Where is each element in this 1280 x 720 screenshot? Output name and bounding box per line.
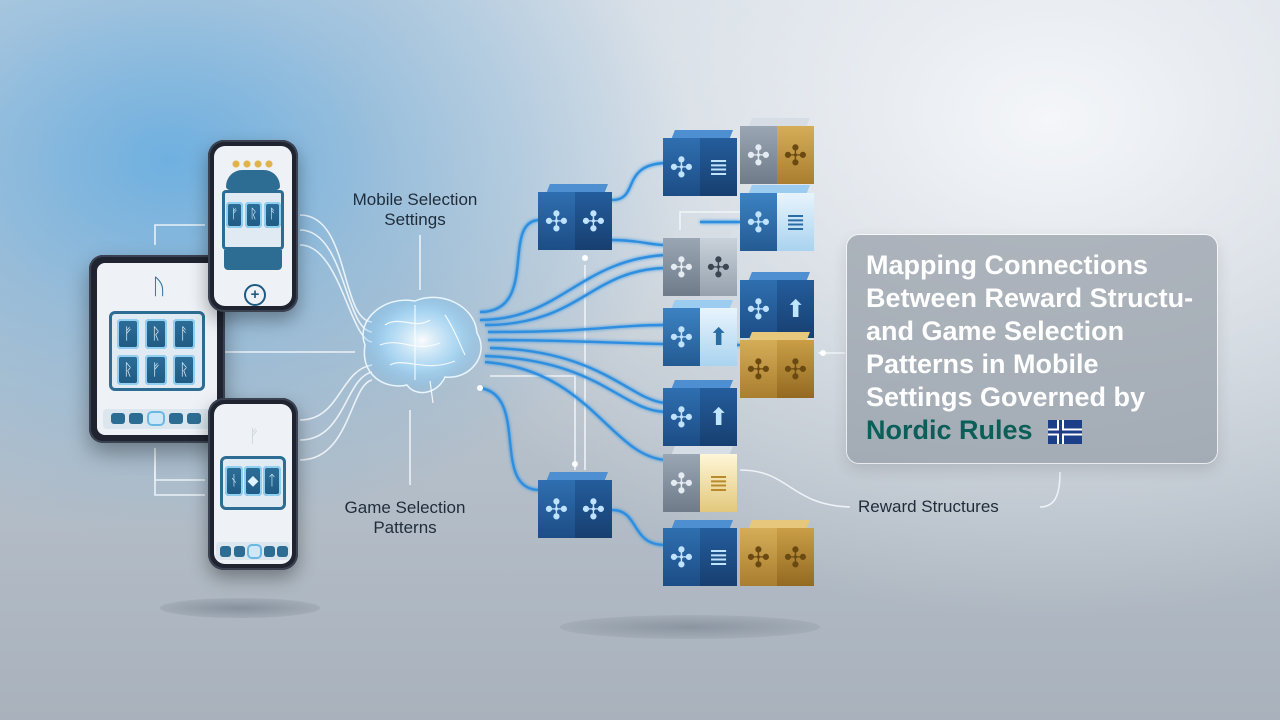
- title-line: Mapping Connections: [866, 250, 1148, 280]
- celtic-knot-icon: ✣: [700, 238, 737, 296]
- celtic-knot-icon: ✣: [575, 192, 612, 250]
- database-icon: ≣: [700, 138, 737, 196]
- top-phone-reel-2: ᚱ: [245, 202, 262, 228]
- celtic-knot-icon: ✣: [777, 528, 814, 586]
- title-line: Patterns in Mobile: [866, 349, 1099, 379]
- gold-cube-1: ✣ ✣: [740, 330, 814, 400]
- cube-shadow: [560, 615, 820, 639]
- celtic-knot-icon: ✣: [538, 480, 575, 538]
- knot-cube-3: ✣ ✣: [740, 116, 814, 186]
- tablet-nav-button-active[interactable]: [149, 413, 163, 424]
- title-panel: Mapping Connections Between Reward Struc…: [847, 235, 1217, 463]
- title-line: Settings Governed by: [866, 382, 1146, 412]
- tablet-nav-button[interactable]: [111, 413, 125, 424]
- bottom-phone-nav-button-active[interactable]: [249, 546, 260, 557]
- tablet-rune-header: ᚢ: [152, 275, 166, 300]
- knot-cube-1: ✣ ✣: [538, 182, 612, 252]
- tablet-nav-button[interactable]: [129, 413, 143, 424]
- tablet-nav-button[interactable]: [169, 413, 183, 424]
- database-cube-3: ✣ ≣: [663, 444, 737, 514]
- celtic-knot-icon: ✣: [740, 340, 777, 398]
- arrow-cube-2: ✣ ⬆: [663, 298, 737, 368]
- celtic-knot-icon: ✣: [663, 238, 700, 296]
- celtic-knot-icon: ✣: [538, 192, 575, 250]
- bottom-phone-reel-2: ◆: [244, 466, 262, 496]
- celtic-knot-icon: ✣: [740, 126, 777, 184]
- celtic-knot-icon: ✣: [575, 480, 612, 538]
- bottom-phone-rune-header: ᚠ: [248, 426, 260, 447]
- tablet-reel-1: ᚠ: [117, 319, 139, 349]
- database-cube-1: ✣ ≣: [663, 128, 737, 198]
- gold-cube-2: ✣ ✣: [740, 518, 814, 588]
- title-line: Between Reward Structu-: [866, 283, 1194, 313]
- database-icon: ≣: [700, 528, 737, 586]
- arrow-up-icon: ⬆: [700, 388, 737, 446]
- celtic-knot-icon: ✣: [740, 193, 777, 251]
- celtic-knot-icon: ✣: [663, 388, 700, 446]
- bottom-phone-nav-button[interactable]: [220, 546, 231, 557]
- celtic-knot-icon: ✣: [663, 454, 700, 512]
- celtic-knot-icon: ✣: [740, 280, 777, 338]
- database-icon: ≣: [777, 193, 814, 251]
- bottom-phone-reel-1: ᚾ: [225, 466, 243, 496]
- slot-machine-base: [224, 250, 282, 270]
- title-text: Mapping Connections Between Reward Struc…: [866, 249, 1216, 447]
- coin-dots-icon: [232, 160, 274, 168]
- database-cube-2: ✣ ≣: [740, 183, 814, 253]
- slot-machine-top-icon: [226, 170, 280, 190]
- top-phone-reel-1: ᚠ: [226, 202, 243, 228]
- nordic-rules-text: Nordic Rules: [866, 415, 1033, 445]
- game-selection-label: Game Selection Patterns: [344, 498, 466, 537]
- title-highlight-line: Nordic Rules: [866, 414, 1216, 447]
- brain-icon: [362, 296, 482, 404]
- tablet-nav-button[interactable]: [187, 413, 201, 424]
- bottom-phone-device: ᚠ ᚾ ◆ ᛏ: [208, 398, 298, 570]
- tablet-reel-5: ᚠ: [145, 355, 167, 385]
- arrow-cube-1: ✣ ⬆: [740, 270, 814, 340]
- tablet-reel-6: ᚱ: [173, 355, 195, 385]
- celtic-knot-icon: ✣: [663, 308, 700, 366]
- celtic-knot-icon: ✣: [740, 528, 777, 586]
- title-line: and Game Selection: [866, 316, 1125, 346]
- tablet-reel-4: ᚱ: [117, 355, 139, 385]
- knot-cube-4: ✣ ✣: [663, 228, 737, 298]
- arrow-up-icon: ⬆: [700, 308, 737, 366]
- bottom-phone-reel-3: ᛏ: [263, 466, 281, 496]
- bottom-phone-nav-button[interactable]: [264, 546, 275, 557]
- add-button[interactable]: +: [244, 284, 266, 306]
- celtic-knot-icon: ✣: [663, 528, 700, 586]
- bottom-phone-screen: ᚠ ᚾ ◆ ᛏ: [214, 404, 292, 564]
- tablet-screen: ᚢ ᚠ ᚱ ᚨ ᚱ ᚠ ᚱ: [97, 263, 217, 435]
- celtic-knot-icon: ✣: [777, 126, 814, 184]
- top-phone-device: ᚠ ᚱ ᚨ +: [208, 140, 298, 312]
- database-cube-4: ✣ ≣: [663, 518, 737, 588]
- top-phone-reel-3: ᚨ: [264, 202, 281, 228]
- top-phone-screen: ᚠ ᚱ ᚨ +: [214, 146, 292, 306]
- tablet-device: ᚢ ᚠ ᚱ ᚨ ᚱ ᚠ ᚱ: [89, 255, 225, 443]
- nordic-flag-icon: [1048, 419, 1083, 444]
- device-shadow: [160, 598, 320, 618]
- celtic-knot-icon: ✣: [663, 138, 700, 196]
- reward-structures-label: Reward Structures: [858, 497, 999, 516]
- tablet-reel-3: ᚨ: [173, 319, 195, 349]
- knot-cube-2: ✣ ✣: [538, 470, 612, 540]
- tablet-reel-2: ᚱ: [145, 319, 167, 349]
- mobile-selection-label: Mobile Selection Settings: [352, 190, 478, 229]
- arrow-up-icon: ⬆: [777, 280, 814, 338]
- database-icon: ≣: [700, 454, 737, 512]
- arrow-cube-3: ✣ ⬆: [663, 378, 737, 448]
- celtic-knot-icon: ✣: [777, 340, 814, 398]
- bottom-phone-nav-button[interactable]: [277, 546, 288, 557]
- bottom-phone-nav-button[interactable]: [234, 546, 245, 557]
